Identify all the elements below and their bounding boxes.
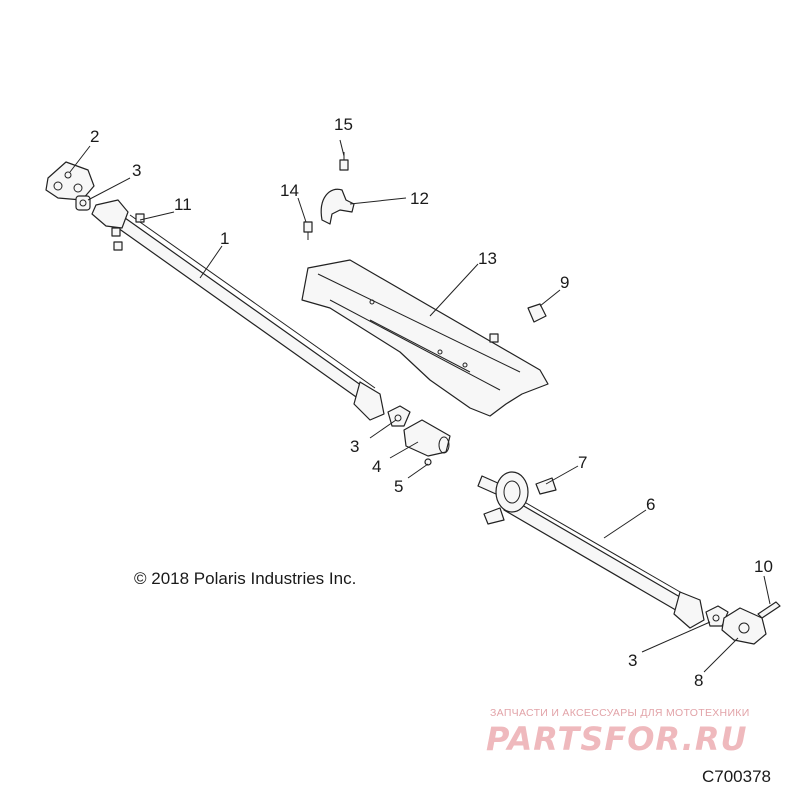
figure-id: C700378: [702, 767, 771, 786]
callout-9: 9: [560, 273, 569, 292]
callout-15: 15: [334, 115, 353, 134]
callout-12: 12: [410, 189, 429, 208]
bolt-9: [527, 303, 547, 323]
coupler: [403, 419, 451, 457]
callout-8: 8: [694, 671, 703, 690]
callout-11: 11: [174, 195, 192, 214]
pin: [424, 458, 432, 466]
callout-2: 2: [90, 127, 99, 146]
callout-10: 10: [754, 557, 773, 576]
callout-5: 5: [394, 477, 403, 496]
flange-part: [45, 161, 95, 201]
callout-13: 13: [478, 249, 497, 268]
leader-lines: [69, 139, 771, 673]
carrier-bearing: [483, 471, 557, 525]
watermark: ЗАПЧАСТИ И АКСЕССУАРЫ ДЛЯ МОТОТЕХНИКИ PA…: [486, 707, 750, 758]
u-joint-front: [75, 195, 91, 211]
callout-6: 6: [646, 495, 655, 514]
roll-pin: [757, 601, 781, 619]
copyright-notice: © 2018 Polaris Industries Inc.: [134, 569, 356, 588]
watermark-tagline: ЗАПЧАСТИ И АКСЕССУАРЫ ДЛЯ МОТОТЕХНИКИ: [490, 707, 750, 719]
callout-4: 4: [372, 457, 381, 476]
callout-3-mid: 3: [350, 437, 359, 456]
callout-7: 7: [578, 453, 587, 472]
callout-3-front: 3: [132, 161, 141, 180]
screw-14: [303, 221, 313, 240]
rear-prop-shaft: [477, 475, 705, 629]
shaft-cover: [301, 259, 549, 417]
callout-14: 14: [280, 181, 299, 200]
callout-labels: 2 3 11 1 15 14 12 13 9 3 4 5 7 6 10 3 8: [90, 115, 773, 690]
clamp: [320, 188, 355, 225]
callout-1: 1: [220, 229, 229, 248]
rear-flange: [721, 607, 767, 645]
callout-3-rear: 3: [628, 651, 637, 670]
bolts-front: [111, 213, 145, 251]
watermark-brand: PARTSFOR.RU: [486, 720, 747, 758]
front-prop-shaft: [91, 199, 385, 421]
